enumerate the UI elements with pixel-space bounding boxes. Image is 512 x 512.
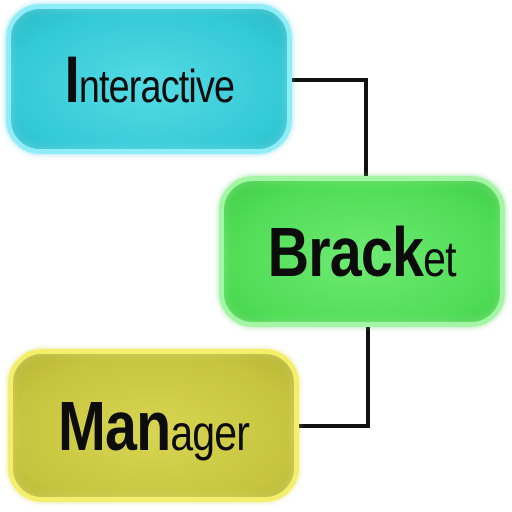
interactive-label-small: nteractive: [78, 60, 234, 112]
bottom-bracket-line: [299, 327, 370, 428]
manager-label-small: ager: [170, 404, 250, 461]
manager-box: Manager: [8, 349, 299, 502]
manager-label-big: Man: [57, 386, 171, 465]
bracket-label: Bracket: [267, 212, 457, 292]
interactive-box: Interactive: [6, 4, 292, 154]
manager-label: Manager: [57, 386, 250, 466]
bracket-box: Bracket: [219, 176, 505, 327]
bracket-label-big: Brack: [267, 212, 424, 291]
interactive-label: Interactive: [64, 41, 234, 117]
top-bracket-line: [292, 78, 368, 176]
interactive-label-big: I: [64, 42, 79, 116]
bracket-label-small: et: [423, 230, 457, 287]
